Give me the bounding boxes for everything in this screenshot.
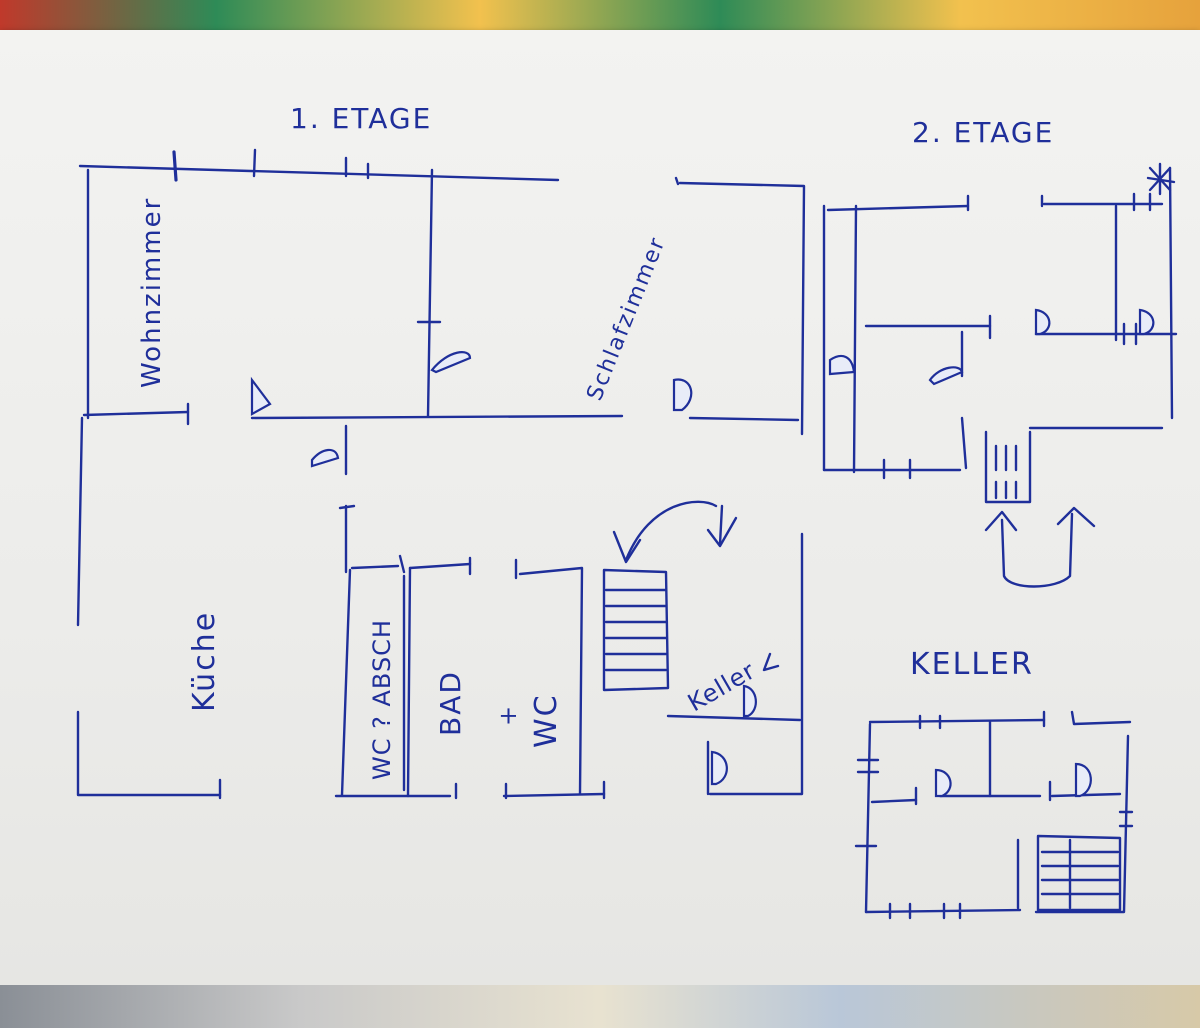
second-floor-walls [822, 162, 1178, 588]
background-bottom [0, 985, 1200, 1028]
room-label-living: Wohnzimmer [137, 197, 167, 388]
basement-walls [854, 710, 1134, 920]
background-top [0, 0, 1200, 34]
first-floor-walls [76, 148, 806, 800]
room-label-wc-separate: WC ? ABSCH [368, 619, 396, 780]
basement-title: KELLER [910, 647, 1034, 682]
room-label-bath: BAD [434, 670, 467, 736]
second-floor-doors [828, 308, 1155, 386]
room-label-bedroom: Schlafzimmer [582, 233, 671, 404]
second-floor-title: 2. ETAGE [912, 116, 1054, 149]
room-label-wc: WC [529, 693, 564, 748]
first-floor-title: 1. ETAGE [290, 102, 432, 135]
basement-doors [934, 762, 1092, 798]
room-label-kitchen: Küche [187, 611, 222, 712]
first-floor-doors [250, 351, 757, 786]
room-label-plus: + [494, 706, 522, 726]
paper-sheet [0, 30, 1200, 990]
